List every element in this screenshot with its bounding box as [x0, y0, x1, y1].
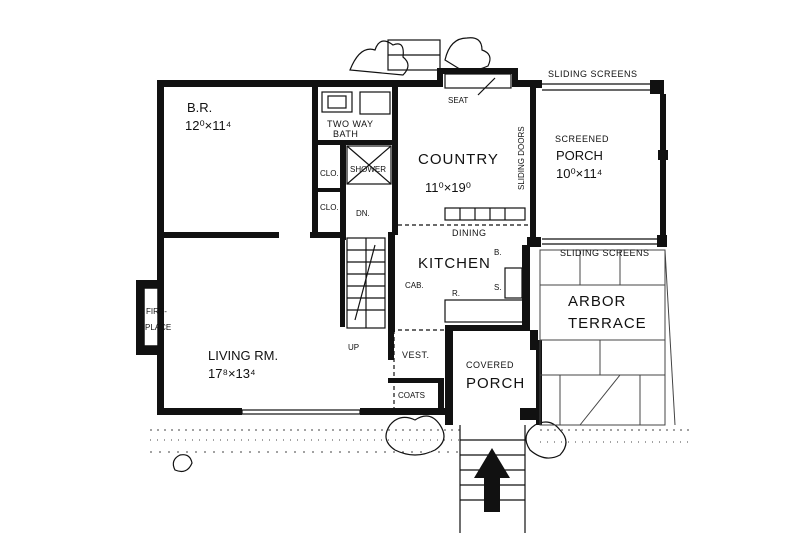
living-name: LIVING RM. — [208, 348, 278, 363]
screened-porch-label-2: PORCH — [556, 148, 603, 163]
country-name: COUNTRY — [418, 151, 499, 168]
r-mark: R. — [452, 289, 460, 298]
s-mark: S. — [494, 283, 502, 292]
bedroom-dims: 12⁰×11⁴ — [185, 118, 231, 133]
living-dims: 17⁸×13⁴ — [208, 366, 256, 381]
closet1-label: CLO. — [320, 169, 339, 178]
screened-porch-dims: 10⁰×11⁴ — [556, 166, 602, 181]
seat-label: SEAT — [448, 96, 468, 105]
seat-bench — [444, 73, 512, 96]
stair — [346, 237, 386, 329]
down-label: DN. — [356, 209, 370, 218]
dining-bench — [398, 207, 530, 226]
fireplace-label-1: FIRE- — [146, 307, 167, 316]
b-mark: B. — [494, 248, 502, 257]
arbor-flagstones — [539, 249, 676, 426]
shrubs — [172, 37, 567, 473]
cab-label: CAB. — [405, 281, 424, 290]
bath-label-2: BATH — [333, 129, 358, 139]
closet2-label: CLO. — [320, 203, 339, 212]
ground-texture — [150, 429, 690, 453]
shower-label: SHOWER — [350, 165, 386, 174]
bedroom-name: B.R. — [187, 100, 212, 115]
fireplace-label-2: PLACE — [145, 323, 171, 332]
top-steps — [387, 39, 441, 71]
sliding-doors-label: SLIDING DOORS — [517, 126, 526, 190]
vest-label: VEST. — [402, 350, 430, 360]
arbor-terrace-label-1: ARBOR — [568, 293, 626, 310]
sliding-screens-mid-label: SLIDING SCREENS — [560, 248, 650, 258]
kitchen-counters — [393, 267, 524, 408]
dining-label: DINING — [452, 228, 487, 238]
kitchen-label: KITCHEN — [418, 255, 491, 272]
entry-walk — [459, 425, 526, 533]
bath-label-1: TWO WAY — [327, 119, 374, 129]
covered-porch-label-1: COVERED — [466, 360, 514, 370]
entry-arrow-icon — [474, 448, 510, 512]
screened-porch-label-1: SCREENED — [555, 134, 609, 144]
covered-porch-label-2: PORCH — [466, 375, 525, 392]
sliding-screens-top-label: SLIDING SCREENS — [548, 69, 638, 79]
arbor-terrace-label-2: TERRACE — [568, 315, 647, 332]
screen-lines — [542, 83, 666, 245]
walls — [136, 68, 668, 425]
coats-label: COATS — [398, 391, 425, 400]
country-dims: 11⁰×19⁰ — [425, 180, 471, 195]
up-label: UP — [348, 343, 359, 352]
bath-fixtures — [321, 91, 392, 185]
